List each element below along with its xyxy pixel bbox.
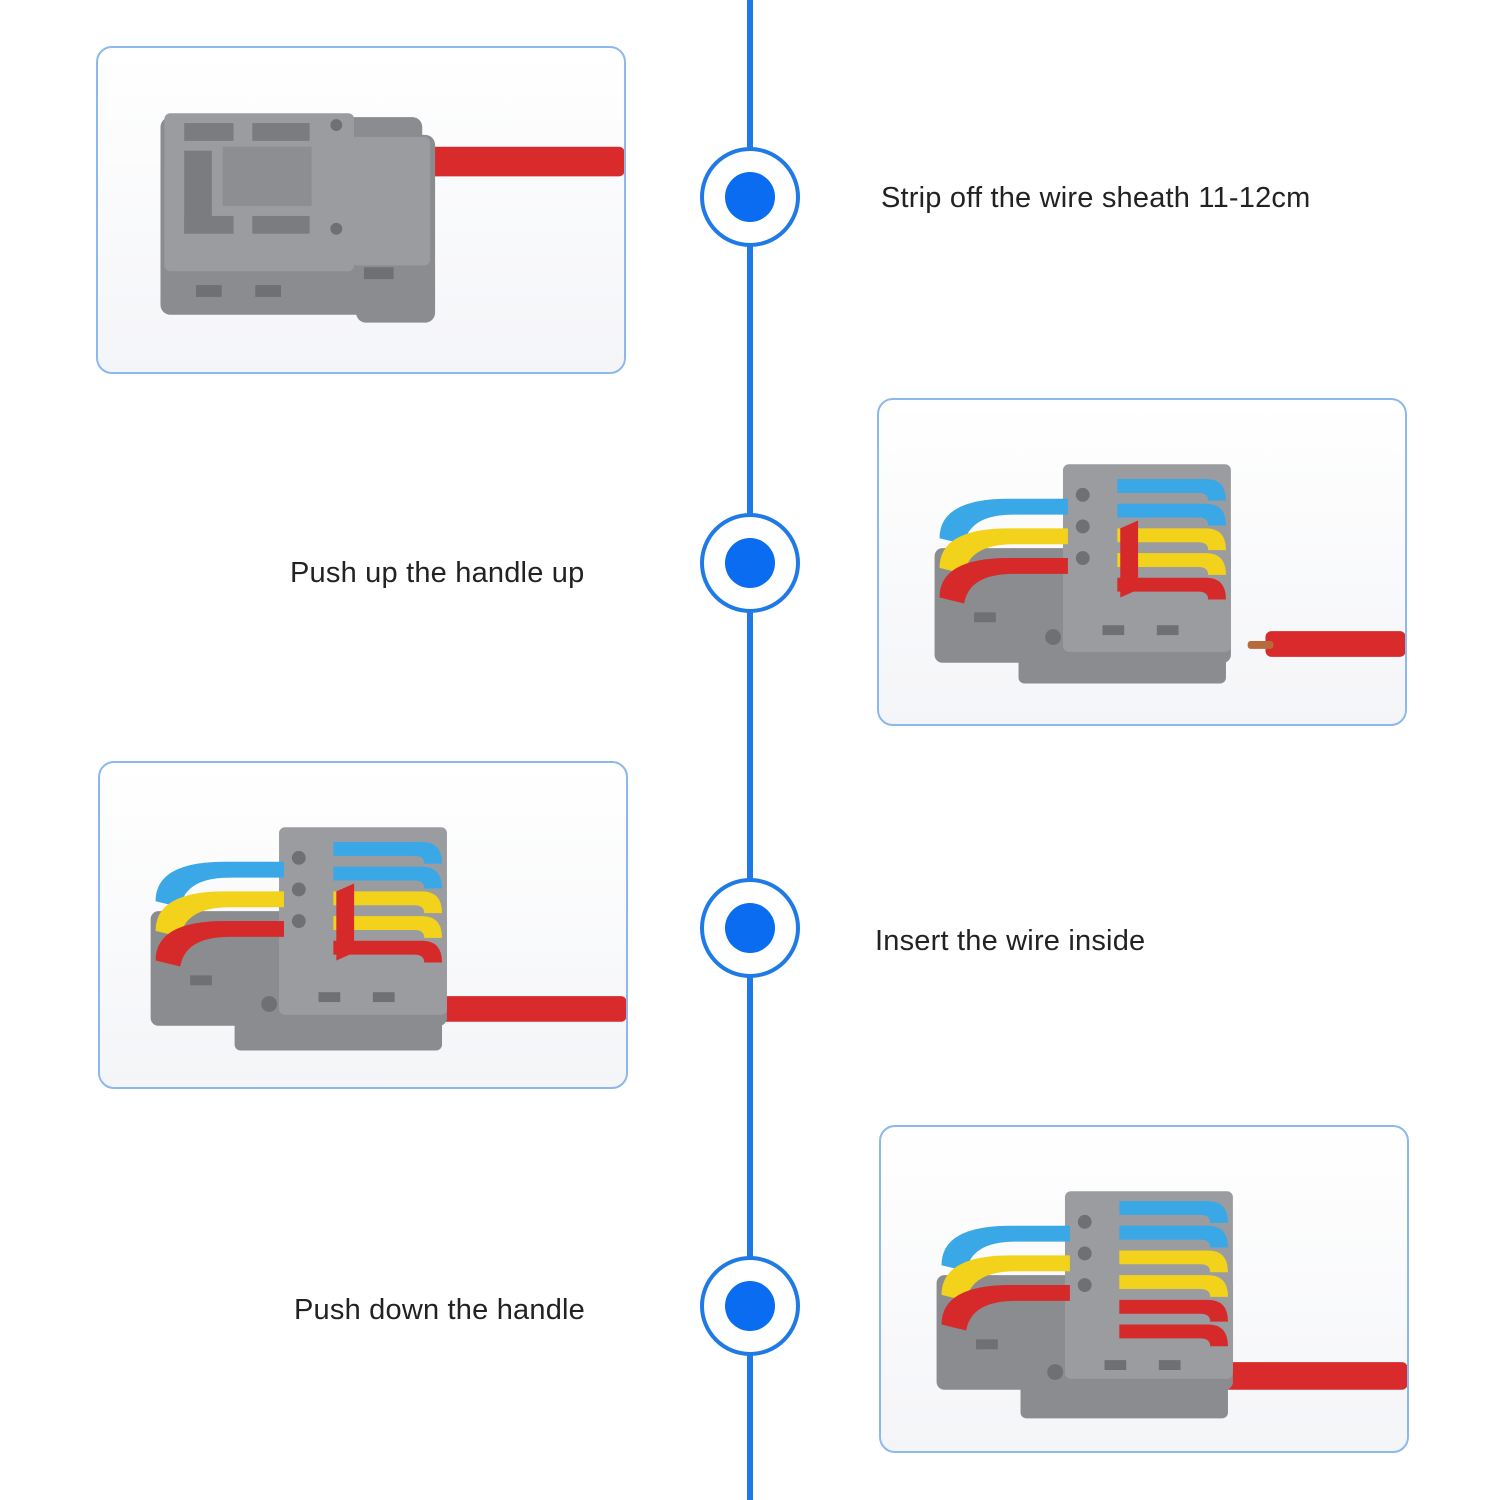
marker-dot — [725, 172, 775, 222]
marker-dot — [725, 903, 775, 953]
step-3-marker — [700, 878, 800, 978]
connector-lever-closed-image — [936, 1191, 1407, 1419]
marker-dot — [725, 538, 775, 588]
connector-top-view-image — [160, 113, 624, 323]
step-4-text: Push down the handle — [294, 1294, 585, 1326]
step-2-image — [877, 398, 1407, 726]
step-1-text: Strip off the wire sheath 11-12cm — [881, 182, 1311, 214]
connector-lever-raised-image — [934, 464, 1405, 684]
step-1-marker — [700, 147, 800, 247]
connector-wire-inserted-image — [150, 827, 626, 1051]
step-2-text: Push up the handle up — [290, 557, 585, 589]
step-4-marker — [700, 1256, 800, 1356]
marker-dot — [725, 1281, 775, 1331]
step-3-text: Insert the wire inside — [875, 925, 1146, 957]
step-2-marker — [700, 513, 800, 613]
step-1-image — [96, 46, 626, 374]
timeline-line — [747, 0, 753, 1500]
step-3-image — [98, 761, 628, 1089]
step-4-image — [879, 1125, 1409, 1453]
